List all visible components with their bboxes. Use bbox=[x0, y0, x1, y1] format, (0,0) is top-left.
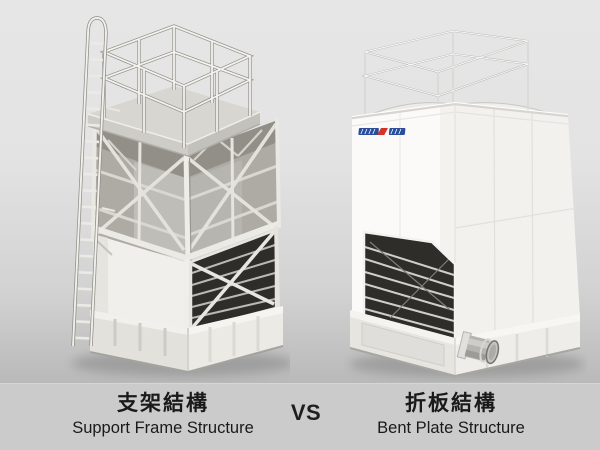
left-caption-chinese: 支架結構 bbox=[117, 392, 209, 415]
right-tower-caption: 折板結構 Bent Plate Structure bbox=[330, 384, 572, 439]
support-frame-tower-illustration bbox=[71, 16, 290, 376]
bent-plate-tower-illustration bbox=[349, 30, 585, 378]
left-caption-english: Support Frame Structure bbox=[72, 419, 254, 437]
louver-section bbox=[362, 230, 457, 346]
vs-label: VS bbox=[290, 400, 322, 425]
ladder-rungs bbox=[75, 41, 105, 343]
louver-slats bbox=[364, 246, 455, 334]
brand-logo bbox=[358, 128, 406, 135]
casing-panel-right bbox=[455, 104, 580, 340]
guardrail bbox=[361, 30, 529, 120]
guardrail bbox=[99, 24, 255, 148]
water-basin bbox=[349, 310, 581, 378]
right-caption-chinese: 折板結構 bbox=[405, 392, 497, 415]
louver-x-brace bbox=[190, 230, 276, 330]
access-ladder bbox=[71, 16, 121, 347]
support-frame-section bbox=[91, 117, 281, 263]
outlet-pipe bbox=[456, 330, 500, 365]
caption-strip: 支架結構 Support Frame Structure VS 折板結構 Ben… bbox=[0, 383, 600, 450]
left-tower-caption: 支架結構 Support Frame Structure bbox=[40, 384, 286, 439]
water-basin bbox=[89, 306, 284, 374]
right-caption-english: Bent Plate Structure bbox=[377, 419, 525, 437]
